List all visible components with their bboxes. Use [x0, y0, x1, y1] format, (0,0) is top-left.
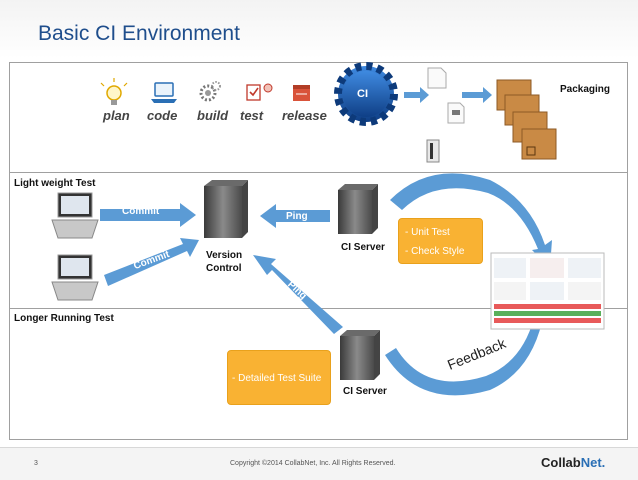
- step-plan-label: plan: [103, 108, 130, 123]
- callout-unit-tests: - Unit Test - Check Style: [398, 218, 483, 264]
- gears-icon: [199, 81, 221, 102]
- commit-arrow-top: [100, 203, 196, 227]
- packaging-boxes-icon: [496, 79, 557, 160]
- developer-laptop-icon: [51, 192, 99, 239]
- page-number: 3: [34, 460, 38, 467]
- ci-server-bottom-label: CI Server: [343, 386, 387, 397]
- section-longer-label: Longer Running Test: [14, 313, 114, 324]
- step-release-label: release: [282, 108, 327, 123]
- ci-server-icon: [338, 184, 378, 234]
- dashboard-thumbnail: [490, 252, 605, 330]
- collabnet-logo: CollabNet.: [541, 455, 605, 470]
- section-light-label: Light weight Test: [14, 178, 96, 189]
- callout-detailed-test: - Detailed Test Suite: [227, 350, 331, 405]
- step-test-label: test: [240, 108, 264, 123]
- version-control-label-2: Control: [206, 263, 242, 274]
- laptop-icon: [151, 82, 177, 103]
- ci-badge-label: CI: [357, 88, 368, 100]
- copyright-text: Copyright ©2014 CollabNet, Inc. All Righ…: [230, 460, 396, 467]
- packaging-label: Packaging: [560, 84, 611, 95]
- document-icon: [427, 67, 447, 89]
- feedback-arrow-bottom: [385, 300, 549, 396]
- ping-top-label: Ping: [286, 211, 308, 222]
- footer-bar: [0, 447, 638, 480]
- ci-gear-icon: [334, 62, 398, 126]
- ci-to-artifacts-arrow: [404, 87, 429, 103]
- commit-arrow-bottom: [104, 238, 199, 286]
- callout-check-style-line: - Check Style: [405, 246, 465, 257]
- feedback-arrow-top: [390, 173, 552, 268]
- version-control-label-1: Version: [206, 250, 243, 261]
- jar-file-icon: [426, 139, 440, 163]
- lightbulb-icon: [100, 78, 128, 105]
- ci-server-icon: [340, 330, 380, 380]
- callout-detailed-test-line: - Detailed Test Suite: [232, 373, 322, 384]
- logo-accent-text: Net.: [580, 455, 606, 470]
- artifacts-to-packaging-arrow: [462, 87, 492, 103]
- commit-top-label: Commit: [122, 206, 160, 217]
- logo-main-text: Collab: [541, 455, 581, 470]
- step-code-label: code: [147, 108, 178, 123]
- ping-arrow-top: [260, 204, 330, 228]
- document-icon: [447, 102, 465, 124]
- step-build-label: build: [197, 108, 229, 123]
- page-title: Basic CI Environment: [38, 22, 240, 45]
- header-band: [0, 0, 638, 58]
- ci-server-top-label: CI Server: [341, 242, 385, 253]
- ping-arrow-diagonal: [253, 255, 343, 334]
- section-divider: [9, 172, 628, 173]
- callout-unit-test-line: - Unit Test: [405, 227, 450, 238]
- diagram-frame: [9, 62, 628, 440]
- developer-laptop-icon: [51, 254, 99, 301]
- checklist-icon: [246, 83, 273, 101]
- version-control-server-icon: [204, 180, 248, 238]
- box-icon: [293, 85, 310, 101]
